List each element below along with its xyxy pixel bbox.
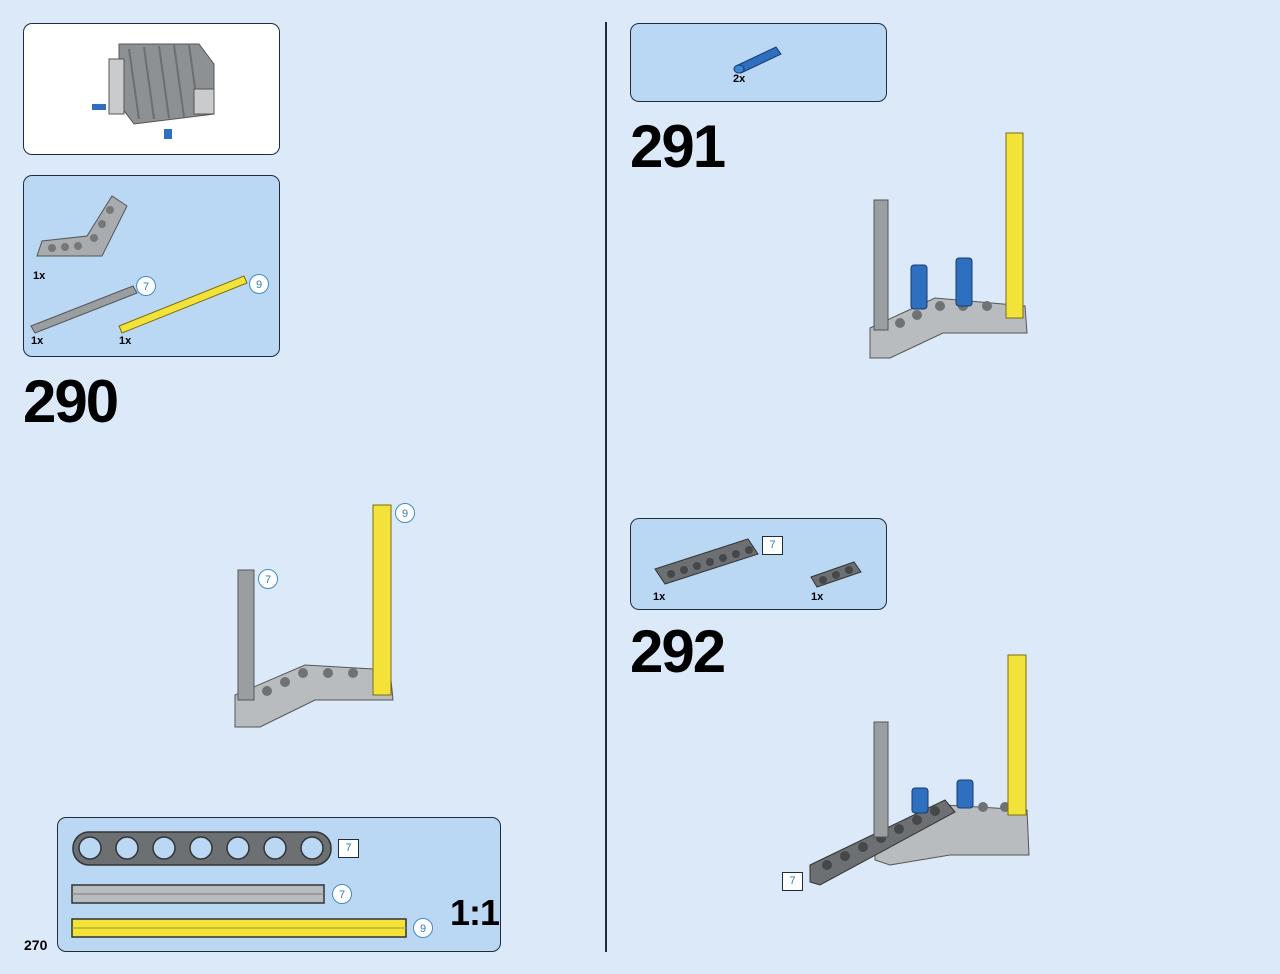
beam-length-callout: 7 [762, 536, 783, 555]
part-qty: 1x [653, 591, 666, 603]
sub-assembly-icon [92, 43, 215, 139]
straight-beam-icon [654, 538, 759, 585]
step-number: 291 [630, 113, 726, 180]
beam-length-callout: 7 [338, 839, 359, 858]
gray-axle-icon [71, 884, 325, 904]
part-qty: 1x [811, 591, 824, 603]
part-qty: 1x [119, 335, 132, 347]
part-qty: 1x [33, 270, 46, 282]
step-290-model [234, 504, 394, 728]
axle-length-callout: 7 [258, 569, 278, 589]
step-292-model [809, 654, 1030, 886]
gray-axle-icon [30, 285, 138, 334]
axle-length-callout: 9 [395, 503, 415, 523]
column-divider [605, 22, 607, 952]
step-291-model [869, 132, 1028, 359]
page-number: 270 [24, 937, 48, 953]
beam-length-callout: 7 [782, 872, 803, 891]
step-292-parts-panel: 7 1x 1x [630, 518, 887, 610]
yellow-axle-icon [118, 275, 248, 334]
axle-length-callout: 9 [249, 274, 269, 294]
bent-beam-icon [36, 195, 128, 257]
axle-length-callout: 7 [136, 276, 156, 296]
scale-panel: 7 7 9 1:1 [57, 817, 501, 952]
step-number: 290 [23, 368, 119, 435]
previous-step-preview [23, 23, 280, 155]
part-qty: 1x [31, 335, 44, 347]
axle-length-callout: 9 [413, 918, 433, 938]
scale-label: 1:1 [450, 892, 500, 933]
step-290-parts-panel: 1x 7 1x 9 1x [23, 175, 280, 357]
step-number: 292 [630, 618, 726, 685]
blue-pin-icon [733, 46, 782, 74]
short-beam-icon [810, 561, 862, 588]
straight-beam-icon [72, 831, 332, 866]
step-291-parts-panel: 2x [630, 23, 887, 102]
axle-length-callout: 7 [332, 884, 352, 904]
part-qty: 2x [733, 73, 746, 85]
yellow-axle-icon [71, 918, 407, 938]
